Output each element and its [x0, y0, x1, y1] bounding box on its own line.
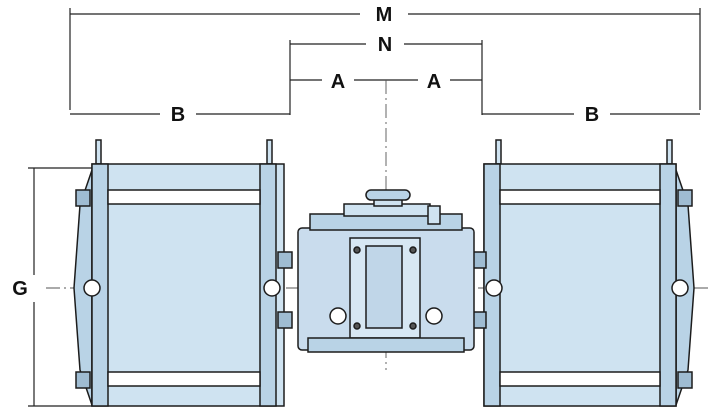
label-m: M: [376, 4, 393, 26]
center-side-fitting: [427, 205, 441, 225]
left-bottom-band: [107, 371, 261, 387]
label-b-left: B: [171, 104, 185, 126]
left-nut-2: [75, 371, 91, 389]
label-a-left: A: [331, 71, 345, 93]
label-a-right: A: [427, 71, 441, 93]
label-g: G: [12, 278, 28, 300]
center-base: [307, 337, 465, 353]
center-bolt-3: [353, 322, 361, 330]
center-bolt-2: [409, 246, 417, 254]
dimension-lines: [28, 8, 701, 407]
center-left-port: [329, 307, 347, 325]
left-outer-pin: [83, 279, 101, 297]
center-knob: [365, 189, 411, 201]
left-cylinder: [73, 139, 293, 407]
right-outer-pin: [671, 279, 689, 297]
center-bolt-1: [353, 246, 361, 254]
left-nut-4: [277, 311, 293, 329]
left-tie-rod-inner: [266, 139, 273, 165]
left-inner-pin: [263, 279, 281, 297]
center-right-port: [425, 307, 443, 325]
center-bolt-4: [409, 322, 417, 330]
center-gearbox: [297, 189, 475, 353]
center-yoke-slot: [365, 245, 403, 329]
label-n: N: [378, 34, 392, 56]
left-top-band: [107, 189, 261, 205]
right-tie-rod-inner: [495, 139, 502, 165]
right-bottom-band: [499, 371, 661, 387]
right-tie-rod-outer: [666, 139, 673, 165]
right-nut-2: [677, 371, 693, 389]
dimension-labels: M N A A B B G: [12, 4, 599, 300]
left-tie-rod-outer: [95, 139, 102, 165]
left-nut-3: [277, 251, 293, 269]
label-b-right: B: [585, 104, 599, 126]
right-inner-pin: [485, 279, 503, 297]
right-cylinder: [471, 139, 695, 407]
left-nut-1: [75, 189, 91, 207]
right-top-band: [499, 189, 661, 205]
right-nut-1: [677, 189, 693, 207]
